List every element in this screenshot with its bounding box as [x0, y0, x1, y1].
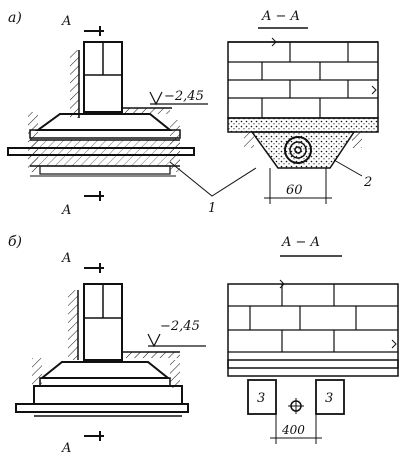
panel-b-elevation: б) A −2,45	[8, 234, 206, 456]
section-title-b: A − A	[281, 235, 320, 250]
pipe-center-b	[288, 398, 304, 414]
support-right: 3	[315, 379, 345, 415]
support-left-label: 3	[257, 391, 265, 406]
elevation-a-label: −2,45	[164, 89, 204, 104]
base-beam-a	[227, 117, 379, 133]
support-right-label: 3	[325, 391, 333, 406]
pipe-assembly-b	[15, 385, 189, 417]
section-mark-b-bottom: A	[61, 431, 104, 456]
section-a-bottom-label: A	[61, 203, 71, 218]
section-mark-a-top: A	[61, 14, 104, 36]
dimension-60: 60	[264, 168, 332, 204]
section-b-bottom-label: A	[61, 441, 71, 456]
brick-wall-b	[227, 279, 399, 377]
ground-hatch-left	[70, 50, 79, 118]
elevation-mark-b: −2,45	[147, 319, 206, 348]
panel-a-section: A − A	[227, 9, 379, 204]
section-b-top-label: A	[61, 251, 71, 266]
section-a-top-label: A	[61, 14, 71, 29]
dimension-400-label: 400	[281, 423, 305, 437]
elevation-b-label: −2,45	[160, 319, 200, 334]
brick-column	[83, 41, 123, 113]
sand-bed-a	[244, 131, 362, 169]
elevation-mark-a: −2,45	[149, 89, 208, 106]
panel-a-elevation: а) A −2,45	[7, 10, 257, 218]
ground-hatch-left-b	[68, 290, 78, 360]
callout-1: 1	[208, 201, 216, 216]
panel-a-tag: а)	[8, 10, 22, 26]
dimension-400: 400	[270, 414, 322, 444]
dimension-60-label: 60	[286, 183, 303, 198]
pipe-assembly-a	[7, 139, 195, 177]
section-mark-b-top: A	[61, 251, 104, 273]
brick-wall-a	[227, 37, 379, 119]
support-left: 3	[247, 379, 277, 415]
panel-b-tag: б)	[8, 234, 22, 250]
ground-hatch-right	[125, 108, 170, 114]
panel-b-section: A − A 3 3	[227, 235, 399, 444]
section-mark-a-bottom: A	[61, 191, 104, 218]
section-title-a: A − A	[261, 9, 300, 24]
foundation-pad-b	[32, 358, 180, 388]
callout-2: 2	[363, 175, 372, 190]
brick-column-b	[83, 283, 123, 361]
